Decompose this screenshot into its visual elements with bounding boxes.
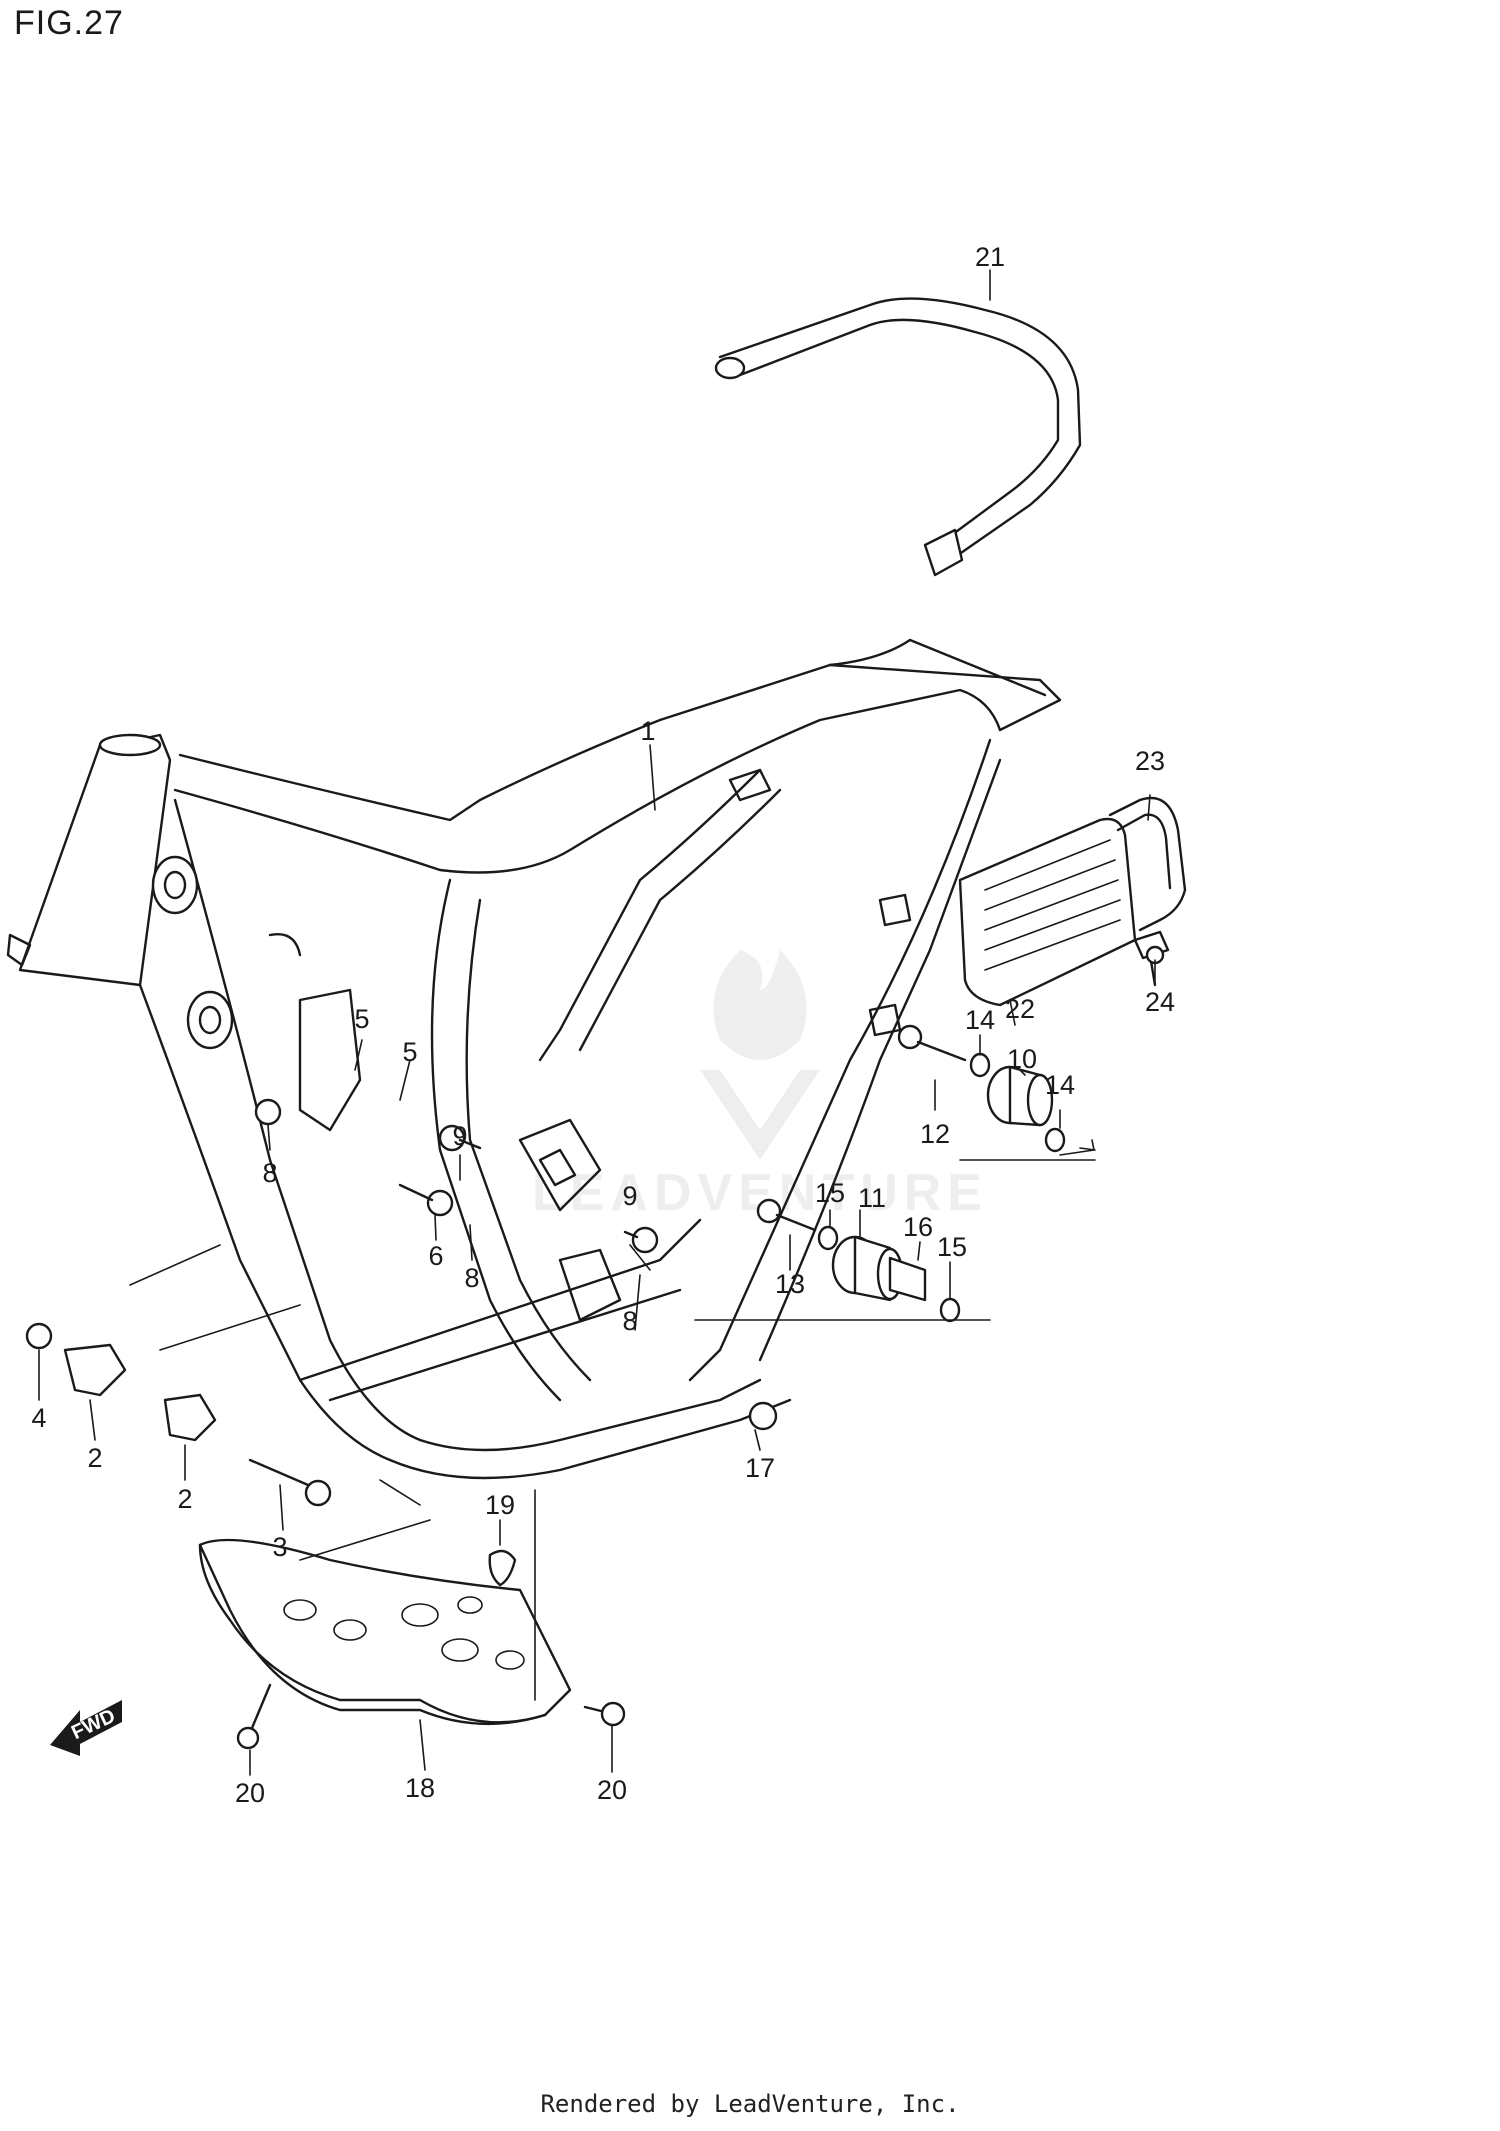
- callout-12: 12: [920, 1119, 950, 1149]
- callout-5a: 5: [354, 1004, 369, 1034]
- callout-15b: 15: [937, 1232, 967, 1262]
- callout-20b: 20: [597, 1775, 627, 1805]
- callout-3: 3: [272, 1532, 287, 1562]
- callout-17: 17: [745, 1453, 775, 1483]
- fwd-label: FWD: [68, 1705, 119, 1744]
- callout-24: 24: [1145, 987, 1175, 1017]
- leader-lines: [38, 269, 1156, 1776]
- callout-5b: 5: [402, 1037, 417, 1067]
- callout-22: 22: [1005, 994, 1035, 1024]
- callout-20a: 20: [235, 1778, 265, 1808]
- callout-19: 19: [485, 1490, 515, 1520]
- callout-9b: 9: [622, 1181, 637, 1211]
- callout-15a: 15: [815, 1178, 845, 1208]
- callout-labels: 21 1 23 22 24 14 10 14 12 15 11 16 15 13…: [31, 242, 1175, 1808]
- callout-16: 16: [903, 1212, 933, 1242]
- callout-2a: 2: [87, 1443, 102, 1473]
- bolt-24-part: [1133, 930, 1170, 987]
- watermark: LEADVENTURE: [532, 950, 982, 1222]
- callout-6: 6: [428, 1241, 443, 1271]
- callout-8a: 8: [464, 1263, 479, 1293]
- forward-arrow-icon: FWD: [50, 1700, 122, 1756]
- callout-9a: 9: [452, 1121, 467, 1151]
- callout-11: 11: [858, 1183, 886, 1213]
- callout-21: 21: [975, 242, 1005, 272]
- callout-14b: 14: [1045, 1070, 1075, 1100]
- fasteners-part: [25, 1098, 778, 1750]
- callout-4: 4: [31, 1403, 46, 1433]
- callout-23: 23: [1135, 746, 1165, 776]
- callout-8b: 8: [622, 1306, 637, 1336]
- callout-2b: 2: [177, 1484, 192, 1514]
- footer-credit: Rendered by LeadVenture, Inc.: [540, 2090, 960, 2118]
- main-frame-part: [6, 638, 1062, 1480]
- skid-plate-part: [198, 1538, 572, 1726]
- grab-bar-part: [714, 297, 1082, 577]
- callout-7: 8: [262, 1158, 277, 1188]
- callout-18: 18: [405, 1773, 435, 1803]
- reflector-part: [958, 796, 1187, 1007]
- mount-hardware-part: [756, 1024, 1066, 1323]
- figure-title: FIG.27: [14, 4, 124, 42]
- callout-13: 13: [775, 1269, 805, 1299]
- callout-1: 1: [640, 716, 655, 746]
- callout-10: 10: [1007, 1044, 1037, 1074]
- callout-14a: 14: [965, 1005, 995, 1035]
